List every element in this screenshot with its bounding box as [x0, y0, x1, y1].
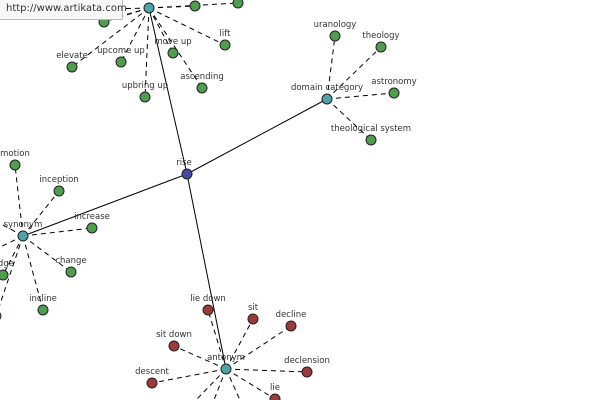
- edge-synonym-leaf: [22, 235, 44, 311]
- leaf-node[interactable]: [232, 0, 244, 9]
- edge-top-leaf: [148, 7, 203, 89]
- leaf-node[interactable]: [0, 269, 9, 281]
- leaf-node[interactable]: [388, 87, 400, 99]
- edge-synonym-leaf: [14, 164, 24, 237]
- leaf-label: elevate: [56, 51, 88, 61]
- leaf-node[interactable]: [285, 320, 297, 332]
- leaf-node[interactable]: [86, 222, 98, 234]
- leaf-node[interactable]: [139, 91, 151, 103]
- edge-synonym-leaf: [2, 235, 24, 276]
- leaf-label: lie down: [190, 294, 226, 304]
- leaf-node[interactable]: [168, 340, 180, 352]
- leaf-label: descent: [135, 367, 169, 377]
- leaf-node[interactable]: [0, 311, 2, 321]
- leaf-label: astronomy: [371, 77, 416, 87]
- edge-domain-leaf: [326, 35, 336, 100]
- leaf-label: sit: [248, 303, 259, 313]
- leaf-node[interactable]: [196, 82, 208, 94]
- edge-synonym-leaf: [22, 227, 93, 237]
- hub-node-synonym[interactable]: [17, 230, 29, 242]
- edge-antonym-offscreen: [195, 368, 227, 400]
- leaf-node[interactable]: [9, 159, 21, 171]
- leaf-node[interactable]: [167, 47, 179, 59]
- hub-node-top[interactable]: [143, 2, 155, 14]
- leaf-node[interactable]: [53, 185, 65, 197]
- edge-domain-leaf: [326, 92, 395, 100]
- leaf-label: sit down: [156, 330, 192, 340]
- leaf-label: ascending: [180, 72, 223, 82]
- leaf-node[interactable]: [365, 134, 377, 146]
- leaf-node[interactable]: [65, 266, 77, 278]
- leaf-label: theological system: [331, 124, 411, 134]
- leaf-label: lift: [220, 29, 232, 39]
- edge-domain-leaf: [326, 98, 372, 141]
- leaf-label: change: [55, 256, 86, 266]
- leaf-label: upcome up: [97, 46, 145, 56]
- edge-center-top: [148, 7, 188, 175]
- hub-node-antonym[interactable]: [220, 363, 232, 375]
- edge-antonym-leaf: [225, 368, 308, 373]
- hub-label-antonym: antonym: [207, 353, 245, 363]
- leaf-label: increase: [74, 212, 110, 222]
- edge-top-leaf: [120, 7, 150, 63]
- edge-antonym-leaf: [173, 345, 227, 370]
- hub-label-synonym: synonym: [4, 220, 43, 230]
- edge-top-leaf: [144, 7, 150, 98]
- edge-antonym-leaf: [207, 309, 227, 370]
- leaf-label: incline: [29, 294, 57, 304]
- edge-antonym-leaf: [225, 318, 254, 370]
- leaf-node[interactable]: [66, 61, 78, 73]
- edge-center-synonym: [22, 173, 188, 237]
- hub-node-domain[interactable]: [321, 93, 333, 105]
- leaf-node[interactable]: [37, 304, 49, 316]
- graph-edges: [0, 2, 395, 400]
- leaf-node[interactable]: [247, 313, 259, 325]
- leaf-node[interactable]: [146, 377, 158, 389]
- leaf-node[interactable]: [301, 366, 313, 378]
- leaf-node[interactable]: [115, 56, 127, 68]
- leaf-node[interactable]: [202, 304, 214, 316]
- leaf-label: inception: [39, 175, 78, 185]
- edge-domain-leaf: [326, 46, 382, 100]
- leaf-label: ridge: [0, 259, 14, 269]
- leaf-node[interactable]: [329, 30, 341, 42]
- graph-nodes: elevate upcome up move up lift upbring up asc…: [0, 0, 417, 400]
- leaf-node[interactable]: [375, 41, 387, 53]
- leaf-label: move up: [154, 37, 191, 47]
- edge-synonym-leaf: [22, 235, 72, 273]
- leaf-label: uranology: [314, 20, 357, 30]
- center-node[interactable]: [181, 168, 193, 180]
- leaf-node[interactable]: [189, 0, 201, 12]
- leaf-label: theology: [362, 31, 399, 41]
- leaf-label: upbring up: [122, 81, 168, 91]
- edge-antonym-offscreen: [213, 368, 227, 400]
- leaf-node[interactable]: [219, 39, 231, 51]
- edge-top-leaf: [71, 7, 150, 68]
- leaf-label: declension: [284, 356, 330, 366]
- center-label: rise: [176, 158, 192, 168]
- edge-antonym-leaf: [225, 325, 292, 370]
- watermark-url[interactable]: http://www.artikata.com: [0, 0, 127, 20]
- leaf-label: lie: [270, 383, 280, 393]
- edge-top-leaf: [148, 2, 239, 9]
- edge-antonym-offscreen: [225, 368, 241, 400]
- leaf-label: decline: [276, 310, 307, 320]
- leaf-node[interactable]: [269, 393, 281, 400]
- edge-synonym-leaf: [22, 190, 60, 237]
- edge-center-domain: [186, 98, 328, 175]
- edge-antonym-leaf: [225, 368, 276, 400]
- edge-center-antonym: [186, 173, 227, 370]
- hub-label-domain: domain category: [291, 83, 363, 93]
- leaf-label: motion: [0, 149, 30, 159]
- edge-antonym-leaf: [151, 368, 227, 384]
